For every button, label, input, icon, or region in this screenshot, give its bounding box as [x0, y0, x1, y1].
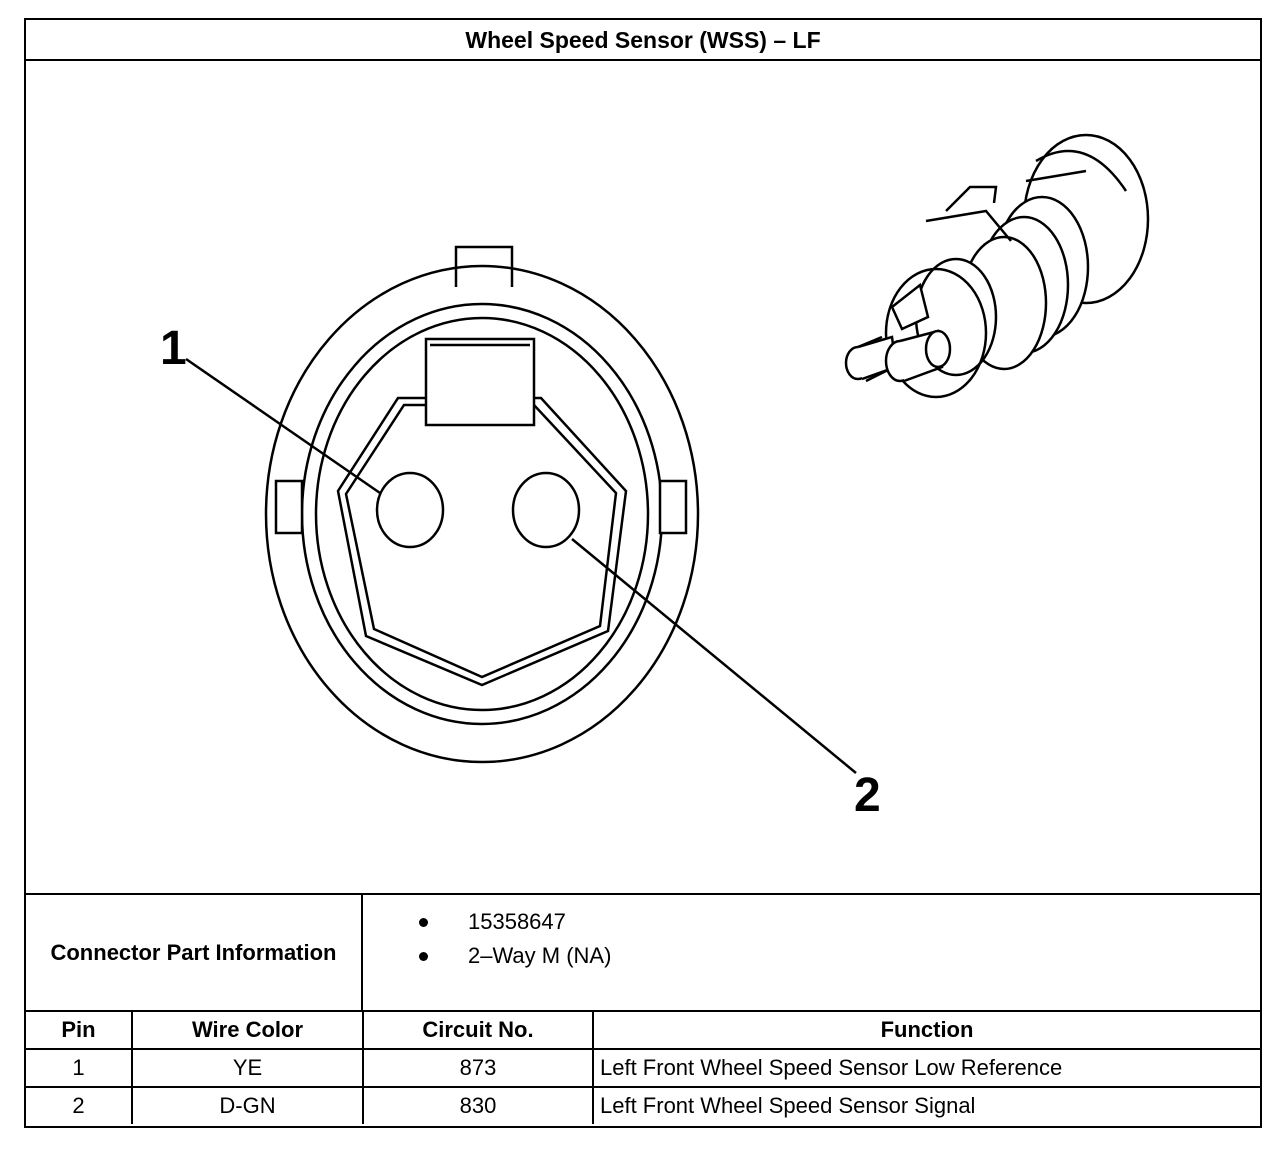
latch-block	[424, 337, 536, 427]
connector-info-item: 2–Way M (NA)	[363, 939, 1260, 973]
side-lug-left	[274, 479, 304, 535]
bullet-icon	[419, 952, 428, 961]
connector-part-info: Connector Part Information 15358647 2–Wa…	[26, 893, 1260, 1010]
sensor-flange	[884, 267, 988, 399]
inner-ring-2	[314, 316, 650, 712]
pin-2-terminal	[511, 471, 581, 549]
cell-wire-color: YE	[131, 1048, 364, 1088]
cell-wire-color: D-GN	[131, 1086, 364, 1124]
side-lug-right	[658, 479, 688, 535]
header-pin: Pin	[26, 1010, 133, 1050]
header-circuit: Circuit No.	[362, 1010, 594, 1050]
pin-1-terminal	[375, 471, 445, 549]
table-row: 1 YE 873 Left Front Wheel Speed Sensor L…	[26, 1048, 1260, 1088]
cell-function: Left Front Wheel Speed Sensor Low Refere…	[592, 1048, 1260, 1088]
leader-line-1	[185, 357, 381, 495]
octagon-cavity	[336, 396, 628, 687]
sensor-key-mark	[890, 282, 930, 331]
connector-sheet: Wheel Speed Sensor (WSS) – LF	[24, 18, 1262, 1128]
connector-face	[264, 245, 700, 764]
cell-circuit: 830	[362, 1086, 594, 1124]
connector-type: 2–Way M (NA)	[468, 943, 612, 968]
connector-info-label: Connector Part Information	[26, 895, 363, 1010]
connector-info-item: 15358647	[363, 905, 1260, 939]
pin-table-header: Pin Wire Color Circuit No. Function	[26, 1010, 1260, 1050]
connector-info-list: 15358647 2–Way M (NA)	[363, 895, 1260, 1020]
cell-pin: 2	[26, 1086, 133, 1124]
header-wire-color: Wire Color	[131, 1010, 364, 1050]
bullet-icon	[419, 918, 428, 927]
connector-figure: 1 2	[26, 61, 1260, 893]
cell-circuit: 873	[362, 1048, 594, 1088]
part-number: 15358647	[468, 909, 566, 934]
outer-shell	[264, 264, 700, 764]
callout-1: 1	[160, 322, 187, 375]
octagon-cavity-inner	[344, 403, 618, 679]
sheet-title: Wheel Speed Sensor (WSS) – LF	[26, 20, 1260, 61]
cell-pin: 1	[26, 1048, 133, 1088]
connector-drawing: 1 2	[160, 133, 1150, 822]
leader-line-2	[571, 538, 857, 774]
pin-table: Pin Wire Color Circuit No. Function 1 YE…	[26, 1010, 1260, 1124]
callout-2: 2	[854, 769, 881, 822]
sensor-clip	[945, 185, 998, 212]
table-row: 2 D-GN 830 Left Front Wheel Speed Sensor…	[26, 1086, 1260, 1124]
sensor-illustration	[844, 133, 1150, 399]
cell-function: Left Front Wheel Speed Sensor Signal	[592, 1086, 1260, 1124]
header-function: Function	[592, 1010, 1260, 1050]
